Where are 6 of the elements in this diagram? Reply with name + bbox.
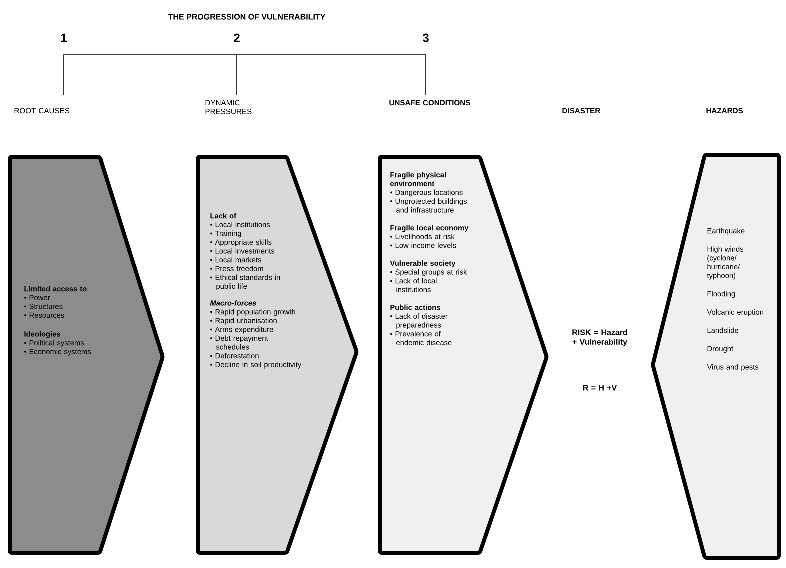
risk-formula: R = H +V xyxy=(583,385,618,391)
stage-number: 2 xyxy=(234,34,240,42)
stage-number: 1 xyxy=(61,34,67,42)
risk-formula: RISK = Hazard + Vulnerability xyxy=(572,329,628,347)
stage-number: 3 xyxy=(422,34,429,42)
title: THE PROGRESSION OF VULNERABILITY xyxy=(168,14,326,20)
